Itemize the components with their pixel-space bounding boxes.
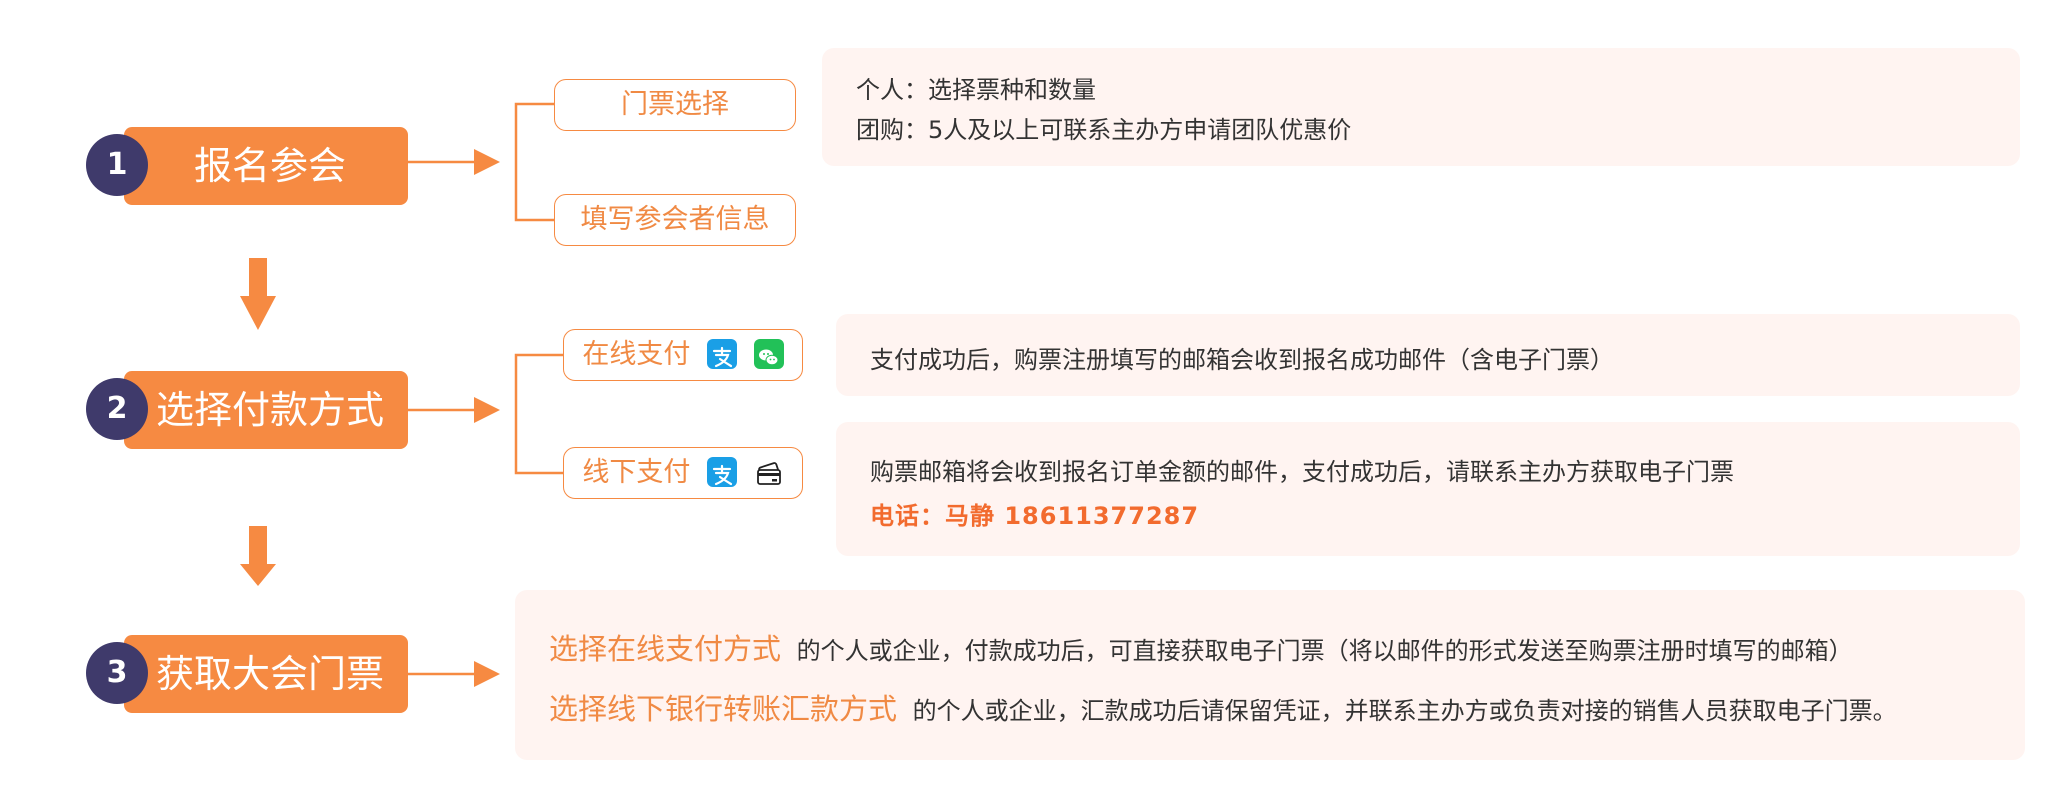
ticket-row-offline-text: 的个人或企业，汇款成功后请保留凭证，并联系主办方或负责对接的销售人员获取电子门票… [912, 697, 1897, 725]
alipay-icon [707, 338, 737, 369]
step-1-pill: 报名参会 [124, 127, 408, 205]
bank-card-icon [753, 456, 784, 487]
wechat-pay-icon [753, 338, 784, 369]
step-2-pill: 选择付款方式 [124, 371, 408, 449]
info-individual: 个人：选择票种和数量 [856, 76, 1096, 104]
info-offline-payment: 购票邮箱将会收到报名订单金额的邮件，支付成功后，请联系主办方获取电子门票 [870, 458, 1734, 486]
ticket-row-online: 选择在线支付方式 的个人或企业，付款成功后，可直接获取电子门票（将以邮件的形式发… [549, 626, 1853, 668]
alipay-icon [707, 456, 737, 487]
arrow-down-1-head [240, 296, 276, 330]
step-2-number-badge: 2 [86, 378, 148, 440]
option-offline-payment: 线下支付 [563, 447, 803, 499]
step-3-label: 获取大会门票 [155, 652, 384, 696]
info-panel-offline-payment: 购票邮箱将会收到报名订单金额的邮件，支付成功后，请联系主办方获取电子门票 电话：… [836, 422, 2020, 556]
option-offline-payment-label: 线下支付 [582, 457, 691, 488]
ticket-row-offline-highlight: 选择线下银行转账汇款方式 [549, 692, 898, 726]
option-attendee-info: 填写参会者信息 [554, 194, 796, 246]
ticket-row-online-highlight: 选择在线支付方式 [549, 632, 782, 666]
option-ticket-selection-label: 门票选择 [621, 89, 729, 120]
info-panel-registration: 个人：选择票种和数量 团购：5人及以上可联系主办方申请团队优惠价 [822, 48, 2020, 166]
step-1-number-badge: 1 [86, 134, 148, 196]
arrow-right-3 [474, 661, 500, 687]
arrow-down-2-shaft [249, 526, 267, 566]
option-ticket-selection: 门票选择 [554, 79, 796, 131]
ticket-row-online-text: 的个人或企业，付款成功后，可直接获取电子门票（将以邮件的形式发送至购票注册时填写… [796, 637, 1853, 665]
info-panel-online-payment: 支付成功后，购票注册填写的邮箱会收到报名成功邮件（含电子门票） [836, 314, 2020, 396]
arrow-down-1-shaft [249, 258, 267, 298]
step-3-number-badge: 3 [86, 642, 148, 704]
option-online-payment: 在线支付 [563, 329, 803, 381]
info-group-purchase: 团购：5人及以上可联系主办方申请团队优惠价 [856, 116, 1352, 144]
step-3-pill: 获取大会门票 [124, 635, 408, 713]
option-online-payment-label: 在线支付 [582, 339, 691, 370]
option-attendee-info-label: 填写参会者信息 [580, 204, 770, 235]
info-online-payment: 支付成功后，购票注册填写的邮箱会收到报名成功邮件（含电子门票） [870, 346, 1614, 374]
contact-phone: 电话：马静 18611377287 [870, 502, 1200, 530]
arrow-right-1 [474, 149, 500, 175]
arrow-down-2-head [240, 564, 276, 586]
info-panel-get-ticket: 选择在线支付方式 的个人或企业，付款成功后，可直接获取电子门票（将以邮件的形式发… [515, 590, 2025, 760]
step-2-label: 选择付款方式 [155, 388, 384, 432]
arrow-right-2 [474, 397, 500, 423]
step-1-label: 报名参会 [193, 144, 346, 188]
ticket-row-offline: 选择线下银行转账汇款方式 的个人或企业，汇款成功后请保留凭证，并联系主办方或负责… [549, 686, 1897, 728]
